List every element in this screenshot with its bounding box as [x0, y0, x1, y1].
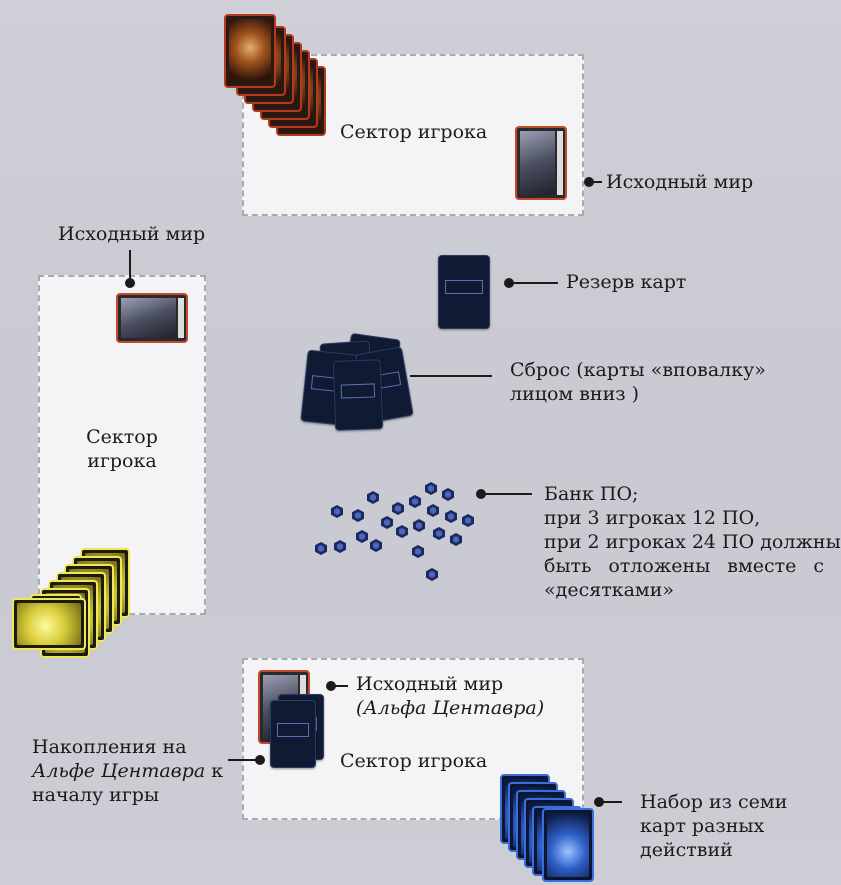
bank-label-line1: Банк ПО; — [544, 483, 639, 505]
action-set-label-line3: действий — [640, 839, 733, 861]
bank-label-line5: «десятками» — [544, 579, 674, 601]
left-sector-label-line1: Сектор — [86, 426, 158, 448]
bank-label-line4: быть отложены вместе с — [544, 555, 824, 577]
discard-label-line1: Сброс (карты «вповалку» — [510, 359, 766, 381]
world-card-icon — [520, 131, 555, 195]
savings-label-line1: Накопления на — [32, 736, 187, 758]
left-world-card — [116, 293, 188, 343]
bottom-world-label-line1: Исходный мир — [356, 673, 504, 695]
reserve-pointer-dot — [504, 278, 514, 288]
bank-pointer-line — [482, 493, 532, 495]
savings-label-line3: началу игры — [32, 784, 160, 806]
savings-label-line2-italic: Альфе Центавра — [32, 760, 206, 782]
action-set-pointer-dot — [594, 797, 604, 807]
savings-label-line2: Альфе Центавра к — [32, 759, 228, 783]
savings-pointer-line — [228, 759, 258, 761]
gold-action-deck-icon — [12, 598, 86, 650]
action-set-pointer-line — [600, 801, 622, 803]
bottom-world-label-line2: (Альфа Центавра) — [356, 697, 545, 719]
bottom-sector-label: Сектор игрока — [340, 750, 488, 772]
vp-chip-icon — [425, 482, 437, 495]
bottom-world-pointer-dot — [326, 681, 336, 691]
card-back-icon — [445, 280, 483, 295]
top-sector-label: Сектор игрока — [340, 121, 488, 143]
action-set-label-line2: карт разных — [640, 815, 765, 837]
bank-label-line2: при 3 игроках 12 ПО, — [544, 507, 761, 529]
discard-label: Сброс (карты «вповалку» лицом вниз ) — [510, 358, 766, 406]
left-world-label: Исходный мир — [58, 223, 206, 245]
bank-pointer-dot — [476, 489, 486, 499]
bottom-world-label: Исходный мир (Альфа Центавра) — [356, 672, 544, 720]
discard-label-line2: лицом вниз ) — [510, 383, 640, 405]
card-reserve — [438, 255, 490, 329]
left-world-pointer-line — [129, 250, 131, 282]
bottom-savings-card-2 — [270, 700, 316, 768]
bottom-world-pointer-line — [332, 685, 348, 687]
savings-label: Накопления на Альфе Центавра к началу иг… — [32, 735, 228, 807]
top-world-pointer-line — [590, 181, 602, 183]
savings-label-line2-rest: к — [205, 760, 224, 782]
top-world-pointer-dot — [584, 177, 594, 187]
reserve-pointer-line — [510, 282, 558, 284]
blue-action-deck-icon — [542, 808, 594, 882]
top-world-label: Исходный мир — [606, 171, 754, 193]
bank-label-line3: при 2 игроках 24 ПО должны — [544, 531, 841, 553]
top-world-card — [515, 126, 567, 200]
red-action-deck-icon — [224, 14, 276, 88]
reserve-label: Резерв карт — [566, 271, 687, 293]
savings-pointer-dot — [255, 755, 265, 765]
left-sector-label: Сектор игрока — [60, 425, 184, 473]
bank-label: Банк ПО; при 3 игроках 12 ПО, при 2 игро… — [544, 482, 841, 602]
left-world-pointer-dot — [125, 278, 135, 288]
action-set-label-line1: Набор из семи — [640, 791, 788, 813]
left-sector-label-line2: игрока — [87, 450, 157, 472]
discard-pointer-line — [410, 375, 492, 377]
action-set-label: Набор из семи карт разных действий — [640, 790, 787, 862]
